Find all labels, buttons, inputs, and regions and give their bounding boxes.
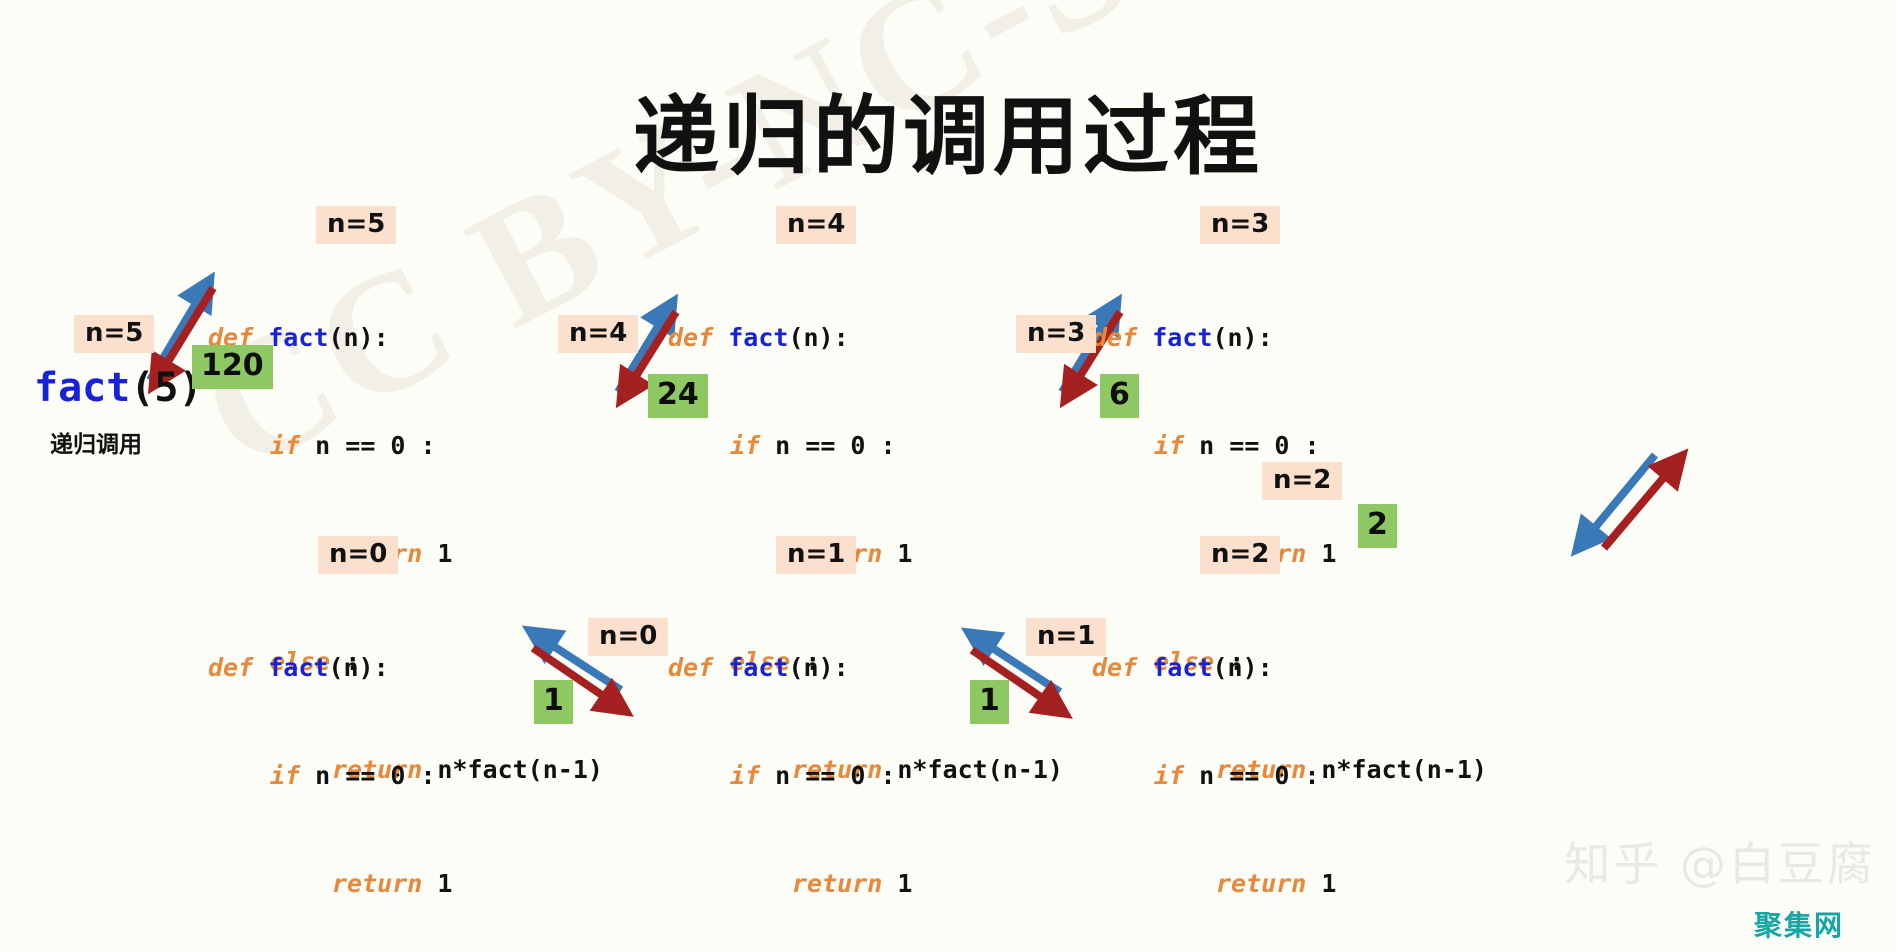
transition-return-n2: 2 [1358, 504, 1397, 548]
arrow-pair-n2 [1570, 448, 1689, 557]
code-line-return1: return 1 [332, 539, 453, 568]
code-line-else: else : [1154, 647, 1245, 676]
code-line-return-rec: return n*fact(n-1) [792, 755, 1063, 784]
code-line-return1: return 1 [792, 869, 913, 898]
transition-arg-n1: n=1 [1026, 618, 1107, 656]
code-block-n5: def fact(n): if n == 0 : return 1 else :… [208, 248, 603, 860]
code-line-def: def fact(n): [668, 653, 849, 682]
code-line-return1: return 1 [1216, 869, 1337, 898]
code-line-return1: return 1 [332, 869, 453, 898]
transition-return-n0: 1 [534, 680, 573, 724]
code-line-if: if n == 0 : [270, 431, 436, 460]
transition-arg-n0: n=0 [588, 618, 669, 656]
code-line-if: if n == 0 : [270, 761, 436, 790]
frame-header-n1: n=1 [776, 536, 857, 574]
watermark-site: 聚集网 [1753, 909, 1844, 942]
code-block-n4: def fact(n): if n == 0 : return 1 else :… [668, 248, 1063, 860]
code-line-return1: return 1 [1216, 539, 1337, 568]
code-line-def: def fact(n): [208, 323, 389, 352]
transition-arg-n2: n=2 [1262, 462, 1343, 500]
code-block-n3: def fact(n): if n == 0 : return 1 else :… [1092, 248, 1487, 860]
code-block-n0: def fact(n): if n == 0 : return 1 else :… [208, 578, 603, 952]
code-line-if: if n == 0 : [1154, 431, 1320, 460]
transition-return-n1: 1 [970, 680, 1009, 724]
code-line-def: def fact(n): [1092, 653, 1273, 682]
code-line-return-rec: return n*fact(n-1) [1216, 755, 1487, 784]
entry-call: fact(5) [34, 365, 203, 411]
frame-header-n5: n=5 [316, 206, 397, 244]
page-title: 递归的调用过程 [633, 87, 1263, 187]
code-line-return-rec: return n*fact(n-1) [332, 755, 603, 784]
code-block-n2: def fact(n): if n == 0 : return 1 else :… [1092, 578, 1487, 952]
transition-return-n5: 120 [192, 345, 273, 389]
code-line-else: else : [730, 647, 821, 676]
code-line-def: def fact(n): [668, 323, 849, 352]
watermark-zhihu: 知乎 @白豆腐 [1564, 837, 1876, 891]
code-line-if: if n == 0 : [730, 431, 896, 460]
entry-call-fn: fact [34, 365, 131, 411]
transition-arg-n3: n=3 [1016, 315, 1097, 353]
code-line-if: if n == 0 : [730, 761, 896, 790]
entry-call-args: (5) [130, 365, 203, 411]
code-line-def: def fact(n): [208, 653, 389, 682]
code-line-if: if n == 0 : [1154, 761, 1320, 790]
frame-header-n4: n=4 [776, 206, 857, 244]
entry-call-label: 递归调用 [50, 432, 142, 458]
code-line-else: else : [270, 647, 361, 676]
code-block-n1: def fact(n): if n == 0 : return 1 else :… [668, 578, 1063, 952]
frame-header-n3: n=3 [1200, 206, 1281, 244]
code-line-def: def fact(n): [1092, 323, 1273, 352]
transition-arg-n5: n=5 [74, 315, 155, 353]
transition-return-n4: 24 [648, 374, 708, 418]
transition-arg-n4: n=4 [558, 315, 639, 353]
frame-header-n2: n=2 [1200, 536, 1281, 574]
frame-header-n0: n=0 [318, 536, 399, 574]
transition-return-n3: 6 [1100, 374, 1139, 418]
code-line-return1: return 1 [792, 539, 913, 568]
